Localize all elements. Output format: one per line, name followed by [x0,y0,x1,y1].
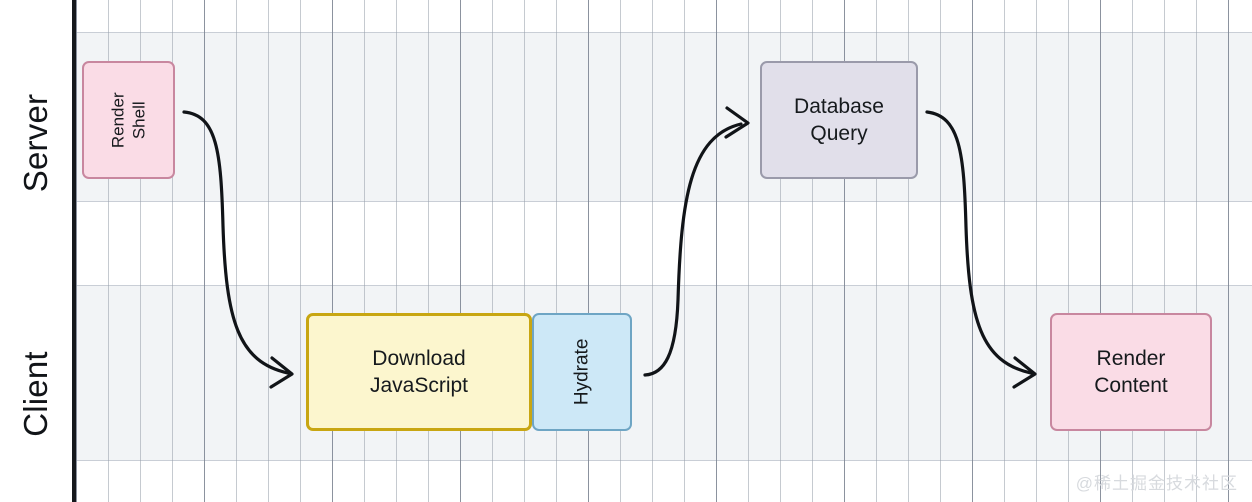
node-download-javascript[interactable]: Download JavaScript [306,313,532,431]
node-render-shell-label: Render Shell [108,92,149,148]
node-database-query-label: Database Query [794,94,884,145]
node-render-content[interactable]: Render Content [1050,313,1212,431]
node-render-shell[interactable]: Render Shell [82,61,175,179]
node-hydrate[interactable]: Hydrate [532,313,632,431]
node-hydrate-label: Hydrate [571,338,593,406]
lane-label-column: Server Client [0,0,72,502]
lane-label-client-text: Client [17,350,55,437]
lane-divider [72,0,76,502]
lane-label-server: Server [0,0,72,285]
node-download-javascript-label: Download JavaScript [369,346,469,397]
lane-label-server-text: Server [17,93,54,192]
node-render-content-label: Render Content [1094,346,1168,397]
lane-label-client: Client [0,285,72,502]
node-database-query[interactable]: Database Query [760,61,918,179]
watermark: @稀土掘金技术社区 [1075,474,1238,493]
